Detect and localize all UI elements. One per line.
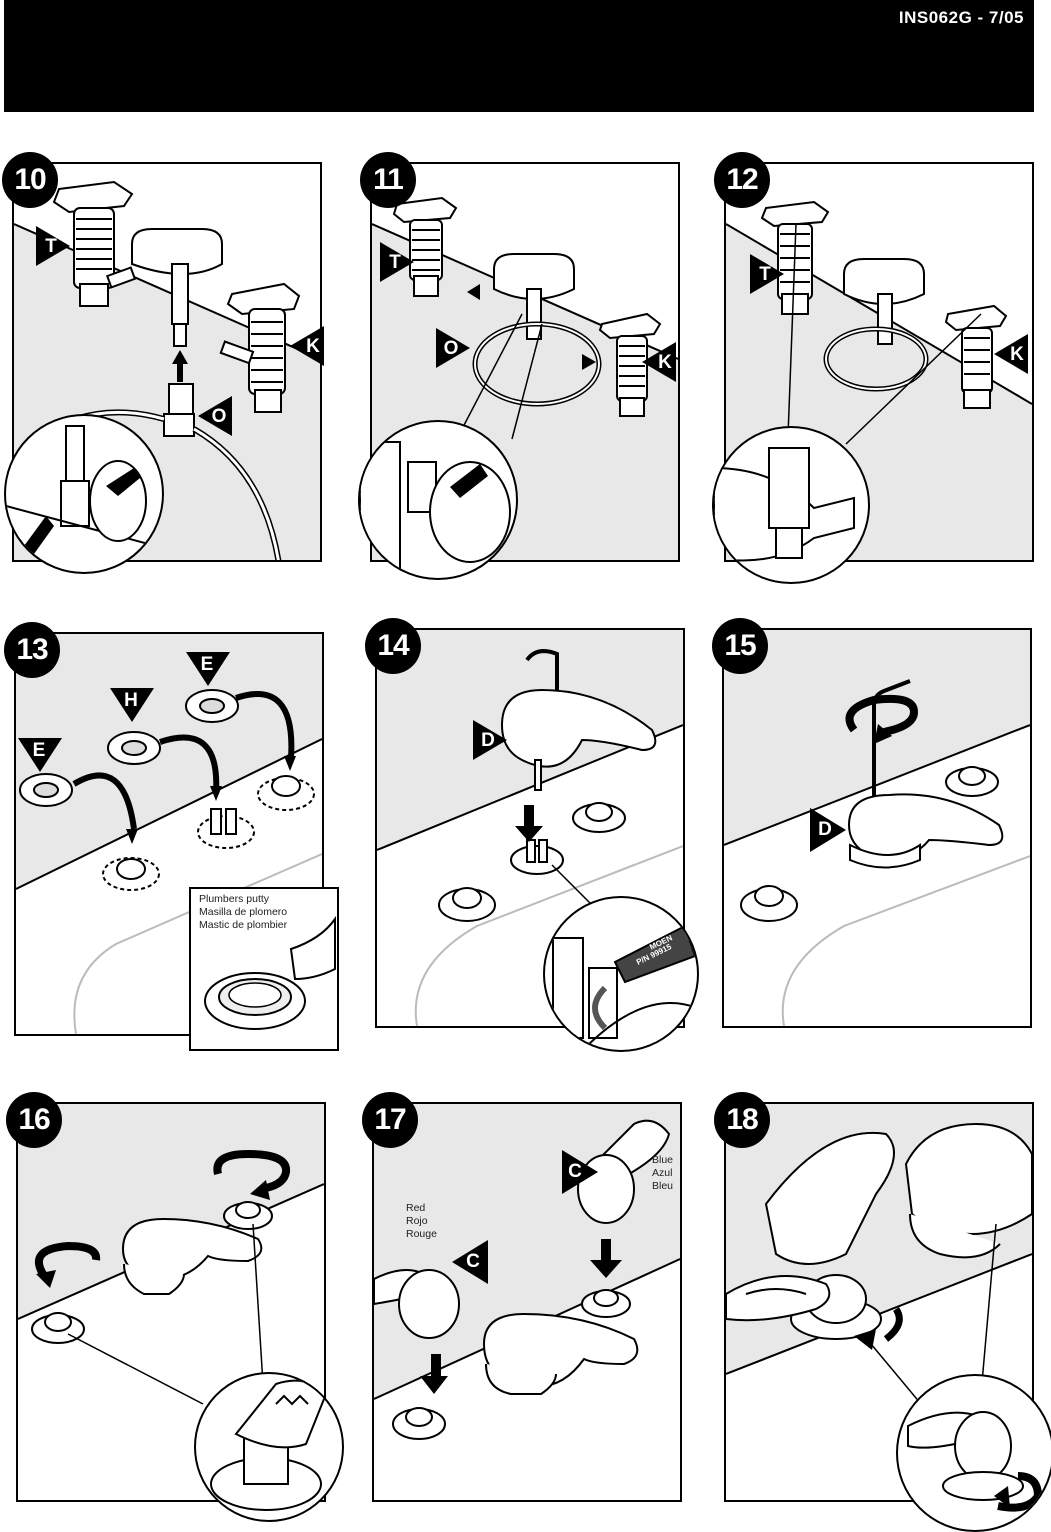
step-14-badge: 14 [365, 618, 421, 674]
handle-detail-icon [907, 1411, 1043, 1512]
label-E-right: E [200, 654, 214, 675]
blue-note-en: Blue [652, 1154, 674, 1166]
label-D-15: D [818, 819, 832, 840]
label-K-marker-12 [994, 334, 1028, 374]
step-11-badge: 11 [360, 152, 416, 208]
label-C-marker-red [452, 1240, 488, 1284]
step-11-illustration [372, 164, 678, 440]
step-11-panel: T O K 11 [358, 152, 680, 580]
step-10-panel: T O K 10 [2, 152, 324, 574]
putty-note-en: Plumbers putty [199, 893, 270, 905]
step-16-detail-circle [194, 1372, 344, 1522]
step-17-badge: 17 [362, 1092, 418, 1148]
label-T-marker [36, 226, 70, 266]
document-code: INS062G - 7/05 [898, 8, 1024, 27]
label-O-11: O [443, 338, 459, 359]
wrench-icon [714, 447, 855, 562]
step-16-badge: 16 [6, 1092, 62, 1148]
putty-note-fr: Mastic de plombier [199, 919, 288, 931]
label-T: T [45, 236, 57, 257]
label-E-marker-right [186, 652, 230, 686]
rotate-arrow-icon [845, 694, 919, 744]
hand-icon [360, 441, 511, 573]
label-O-marker [198, 396, 232, 436]
label-C-blue: C [568, 1161, 582, 1182]
step-18-panel: 18 [714, 1092, 1051, 1532]
wrench-icon [210, 1379, 328, 1511]
label-D-marker-15 [810, 808, 846, 852]
red-note-fr: Rouge [406, 1228, 437, 1240]
blue-note: Blue Azul Bleu [652, 1154, 673, 1193]
step-15-panel: D 15 [712, 618, 1032, 1028]
label-K-12: K [1010, 344, 1024, 365]
label-E-marker-left [18, 738, 62, 772]
label-C-marker-blue [562, 1150, 598, 1194]
label-Q: Q [616, 903, 632, 924]
step-12-panel: T K 12 [712, 152, 1034, 584]
label-T-11: T [389, 252, 401, 273]
step-14-detail-circle: MOEN P/N 99915 [543, 896, 699, 1052]
blue-note-fr: Bleu [652, 1180, 674, 1192]
step-11-detail-circle [358, 420, 518, 580]
step-12-detail-circle [712, 426, 870, 584]
step-14-panel: D MOEN P/N 99915 Q 14 [365, 618, 699, 1052]
header-bar: INS062G - 7/05 [4, 0, 1034, 112]
putty-note-es: Masilla de plomero [199, 906, 288, 918]
step-15-badge: 15 [712, 618, 768, 674]
step-10-detail-circle [4, 414, 164, 574]
step-10-badge: 10 [2, 152, 58, 208]
label-H-marker [110, 688, 154, 722]
step-18-badge: 18 [714, 1092, 770, 1148]
step-15-illustration [724, 630, 1030, 1026]
label-D-marker-14 [473, 720, 507, 760]
putty-detail-box: Plumbers putty Masilla de plomero Mastic… [189, 887, 339, 1051]
label-C-red: C [466, 1251, 480, 1272]
label-K-marker-11 [642, 342, 676, 382]
red-note-es: Rojo [406, 1215, 428, 1227]
label-T-marker-11 [380, 242, 414, 282]
hand-icon [6, 425, 157, 554]
label-D-14: D [481, 730, 495, 751]
rotate-arrow-icon [854, 1307, 903, 1350]
label-K-11: K [658, 352, 672, 373]
label-O-marker-11 [436, 328, 470, 368]
rotate-arrow-icon [34, 1149, 291, 1288]
red-note-en: Red [406, 1202, 426, 1214]
step-13-badge: 13 [4, 622, 60, 678]
label-O: O [211, 406, 227, 427]
label-E-left: E [32, 740, 46, 761]
step-12-badge: 12 [714, 152, 770, 208]
putty-note: Plumbers putty Masilla de plomero Mastic… [199, 893, 287, 932]
step-16-panel: 16 [6, 1092, 344, 1522]
red-note: Red Rojo Rouge [406, 1202, 437, 1241]
step-18-detail-circle [896, 1374, 1051, 1532]
label-H: H [124, 690, 138, 711]
blue-note-es: Azul [652, 1167, 673, 1179]
label-K: K [306, 336, 320, 357]
label-K-marker [290, 326, 324, 366]
label-T-12: T [759, 264, 771, 285]
step-17-panel: Red Rojo Rouge Blue Azul Bleu C C 17 [362, 1092, 682, 1502]
label-T-marker-12 [750, 254, 784, 294]
step-17-illustration [374, 1104, 680, 1500]
putty-ring-icon [204, 915, 336, 1030]
